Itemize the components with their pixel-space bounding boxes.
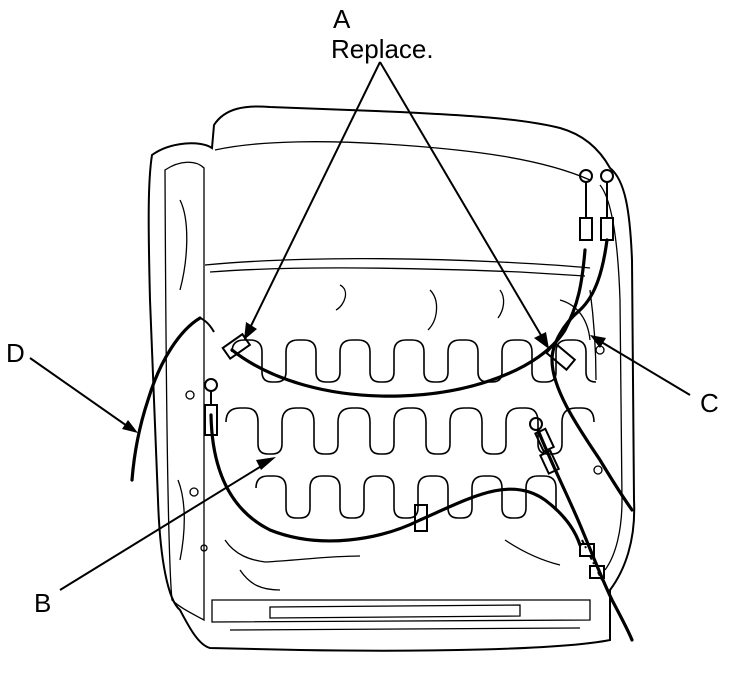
connector-b-mid [414, 504, 428, 532]
arrowhead-a-right [534, 332, 549, 349]
clip-a-right [545, 341, 577, 372]
left-harness-d [130, 316, 215, 482]
arrowhead-d [122, 420, 138, 433]
lower-right-harness [529, 417, 634, 642]
callout-d-letter: D [6, 338, 25, 368]
arrowhead-c [590, 335, 606, 348]
leader-lines [29, 61, 691, 591]
right-harness-c [545, 238, 634, 512]
callout-a-letter: A [333, 4, 351, 34]
callout-c-letter: C [700, 388, 719, 418]
clip-a-left [221, 332, 252, 361]
callout-b-letter: B [34, 588, 52, 618]
seat-springs [225, 339, 597, 519]
connector-upper-right [600, 217, 614, 241]
arrowhead-b [256, 457, 276, 470]
callout-a-note: Replace. [331, 34, 434, 64]
connector-upper-left [579, 217, 593, 241]
arrowhead-a-left [244, 322, 257, 340]
upper-harness [221, 169, 614, 398]
heater-wire-b [204, 378, 582, 547]
connector-b-left [204, 404, 218, 436]
seat-frame [147, 105, 636, 652]
